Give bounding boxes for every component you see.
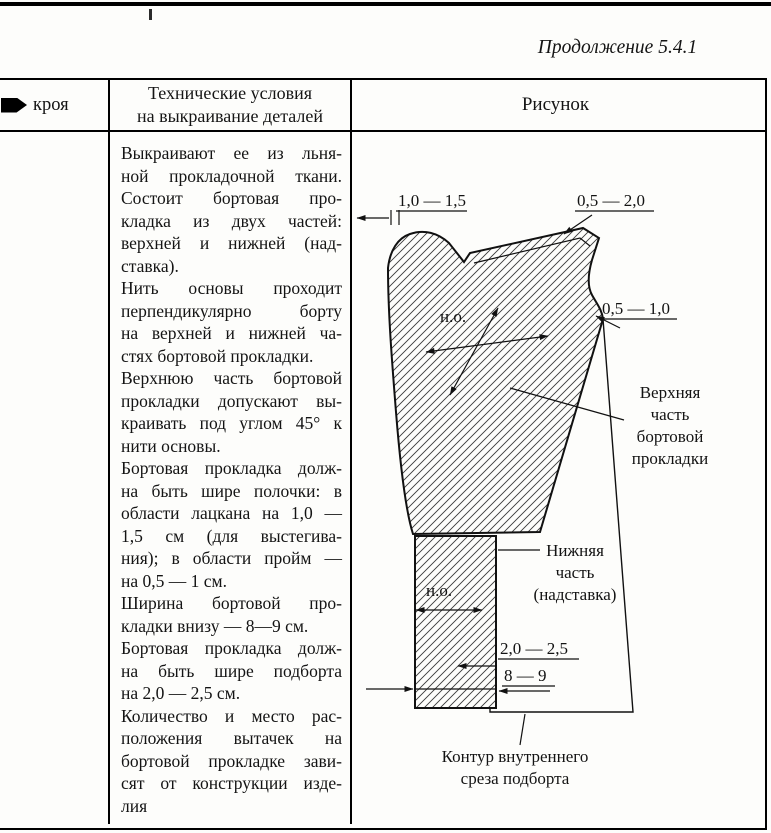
text-line: 1,5 см (для выстегива- (121, 525, 342, 546)
dim-bottom-width-label: 8 — 9 (504, 666, 547, 685)
header-col-conditions: Технические условия на выкраивание детал… (110, 80, 352, 130)
text-line: Нить основы проходит (121, 278, 342, 298)
dim-top-right-arrow (563, 214, 593, 235)
header-col-figure: Рисунок (352, 80, 759, 130)
header-conditions-line2: на выкраивание деталей (136, 106, 324, 126)
text-line: кладки внизу — 8—9 см. (121, 615, 309, 636)
header-conditions-line1: Технические условия (147, 83, 313, 103)
specification-table: кроя Технические условия на выкраивание … (0, 78, 767, 830)
caption-line2: среза подборта (461, 769, 570, 788)
text-line: бортовой прокладке зави- (121, 750, 342, 771)
text-line: Верхнюю часть бортовой (121, 368, 342, 388)
dim-right-arrow (595, 315, 621, 329)
header-col-cut: кроя (0, 80, 110, 130)
lapel-inner-edge-line (473, 237, 591, 264)
text-line: на 2,0 — 2,5 см. (121, 683, 241, 703)
text-line: стях бортовой прокладки. (121, 345, 314, 366)
page-title: Продолжение 5.4.1 (537, 37, 698, 58)
upper-part-leader (509, 387, 625, 421)
text-line: Выкраивают ее из льня- (121, 143, 342, 163)
upper-interlining-shape (386, 226, 605, 536)
text-line: лия (121, 795, 148, 816)
text-line: положения вытачек на (121, 728, 342, 748)
grain-lower-label: н.о. (426, 581, 452, 600)
figure-svg: 1,0 — 1,5 0,5 — 2,0 0,5 — 1,0 н.о. (356, 191, 708, 788)
table-body-row: Выкраивают ее из льня-ной прокладочной т… (0, 132, 765, 824)
lower-extension-shape (414, 535, 497, 709)
text-line: ной прокладочной ткани. (121, 165, 342, 186)
text-line: прокладки допускают вы- (121, 390, 342, 411)
lower-part-label-line1: Нижняя (546, 541, 604, 560)
grain-upper-arrow-2 (449, 307, 499, 396)
text-line: на быть шире подборта (121, 660, 342, 681)
text-line: Ширина бортовой про- (121, 593, 342, 613)
text-line: области лацкана на 1,0 — (121, 503, 342, 523)
text-line: Бортовая прокладка долж- (121, 638, 342, 658)
cut-marker-icon (1, 97, 27, 113)
header-figure-label: Рисунок (521, 94, 590, 115)
text-line: перпендикулярно борту (121, 300, 342, 321)
text-line: верхней и нижней (над- (121, 233, 342, 253)
caption-line1: Контур внутреннего (442, 747, 589, 766)
upper-part-label-line3: бортовой (637, 427, 704, 446)
text-line: ставка). (121, 255, 179, 276)
dim-top-right-label: 0,5 — 2,0 (577, 191, 645, 210)
upper-part-label-line4: прокладки (632, 449, 708, 468)
dim-top-left-label: 1,0 — 1,5 (398, 191, 466, 210)
text-line: сят от конструкции изде- (121, 773, 342, 793)
conditions-text: Выкраивают ее из льня-ной прокладочной т… (121, 142, 342, 817)
lower-part-label-line2: часть (556, 563, 595, 582)
text-line: Количество и место рас- (121, 705, 342, 726)
upper-part-label-line2: часть (651, 405, 690, 424)
figure-cell: 1,0 — 1,5 0,5 — 2,0 0,5 — 1,0 н.о. (352, 132, 759, 824)
text-line: на быть шире полочки: в (121, 480, 342, 501)
text-line: ния); в области пройм — (121, 548, 342, 568)
cut-cell (0, 132, 110, 824)
text-line: на верхней и нижней ча- (121, 323, 342, 343)
text-line: Состоит бортовая про- (121, 188, 342, 208)
text-line: Бортовая прокладка долж- (121, 458, 342, 478)
dim-board-width-label: 2,0 — 2,5 (500, 639, 568, 658)
caption-leader (519, 713, 526, 746)
conditions-cell: Выкраивают ее из льня-ной прокладочной т… (110, 132, 352, 824)
lower-part-label-line3: (надставка) (534, 585, 617, 604)
dim-right-label: 0,5 — 1,0 (602, 299, 670, 318)
text-line: нити основы. (121, 435, 221, 456)
upper-part-label-line1: Верхняя (640, 383, 701, 402)
text-line: на 0,5 — 1 см. (121, 570, 227, 591)
header-col-cut-label: кроя (33, 94, 69, 115)
text-line: краивать под углом 45° к (121, 413, 342, 433)
table-header-row: кроя Технические условия на выкраивание … (0, 80, 765, 132)
text-line: кладка из двух частей: (121, 210, 342, 231)
page-top-rule (0, 2, 771, 6)
grain-upper-label: н.о. (440, 307, 466, 326)
scan-artifact (149, 9, 152, 20)
facing-contour (489, 318, 634, 713)
